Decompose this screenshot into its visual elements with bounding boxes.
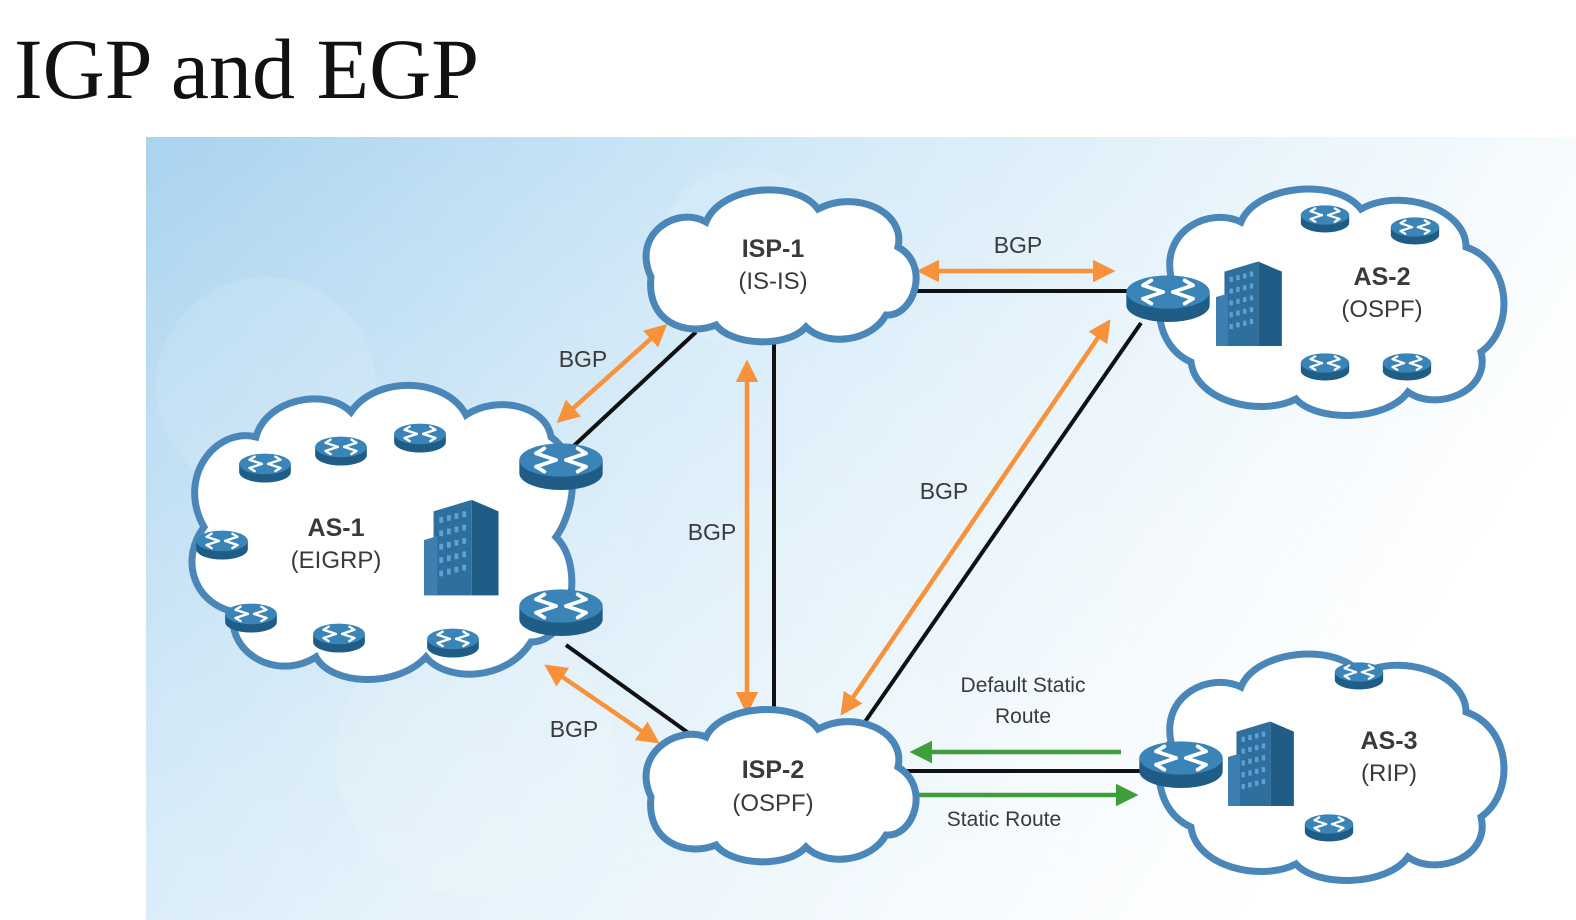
bgp-label-isp2-as2: BGP xyxy=(920,478,969,504)
isp1-protocol: (IS-IS) xyxy=(738,268,807,295)
as1-name: AS-1 xyxy=(308,514,365,542)
cloud-isp1 xyxy=(642,186,920,346)
router-icon xyxy=(1333,661,1385,691)
router-icon xyxy=(1299,352,1351,382)
static-route-label: Static Route xyxy=(947,808,1061,831)
cloud-as3 xyxy=(1155,650,1508,884)
router-icon xyxy=(194,529,250,561)
bgp-arrow-isp2-as1 xyxy=(544,664,660,744)
router-icon xyxy=(1299,204,1351,234)
building-icon xyxy=(424,499,499,596)
as2-protocol: (OSPF) xyxy=(1341,296,1422,323)
isp2-protocol: (OSPF) xyxy=(732,790,813,817)
bgp-arrow-isp2-as2 xyxy=(840,319,1111,716)
router-icon xyxy=(223,602,279,634)
isp2-name: ISP-2 xyxy=(742,756,805,784)
as3-name: AS-3 xyxy=(1361,727,1418,755)
building-icon xyxy=(1228,721,1294,806)
cloud-isp2 xyxy=(642,705,920,866)
bgp-label-isp1-as1: BGP xyxy=(559,346,608,372)
bgp-label-isp1-isp2: BGP xyxy=(688,519,737,545)
router-icon xyxy=(1303,813,1355,843)
router-icon xyxy=(517,441,605,492)
router-icon xyxy=(392,422,448,454)
bgp-label-isp1-as2: BGP xyxy=(994,232,1043,258)
router-icon xyxy=(1389,216,1441,246)
router-icon xyxy=(425,627,481,659)
network-diagram: ISP-1 (IS-IS) ISP-2 (OSPF) AS-1 (EIGRP) … xyxy=(146,137,1576,920)
as3-protocol: (RIP) xyxy=(1361,760,1417,787)
router-icon xyxy=(1381,352,1433,382)
default-static-route-label-line2: Route xyxy=(995,705,1051,728)
router-icon xyxy=(313,435,369,467)
router-icon xyxy=(517,587,605,638)
router-icon xyxy=(1124,273,1212,324)
building-icon xyxy=(1216,261,1282,346)
as1-protocol: (EIGRP) xyxy=(291,547,382,574)
static-route-arrows xyxy=(909,740,1139,807)
router-icon xyxy=(1137,739,1225,790)
bgp-arrows xyxy=(544,259,1116,744)
isp1-name: ISP-1 xyxy=(742,235,805,263)
default-static-route-label-line1: Default Static xyxy=(961,674,1086,697)
slide-title: IGP and EGP xyxy=(14,21,480,117)
router-icon xyxy=(311,622,367,654)
bgp-arrow-isp1-as1 xyxy=(556,324,668,423)
as2-name: AS-2 xyxy=(1354,263,1411,291)
router-icon xyxy=(237,452,293,484)
bgp-label-isp2-as1: BGP xyxy=(550,716,599,742)
